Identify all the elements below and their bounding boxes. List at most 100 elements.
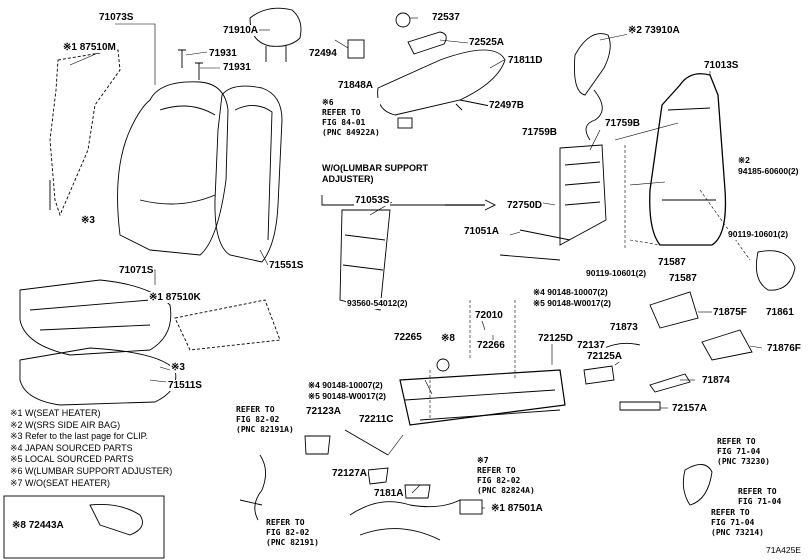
seatback-heater-pad <box>49 49 121 217</box>
callout-90119-b: 90119-10601(2) <box>585 268 648 279</box>
callout-71848A: 71848A <box>337 80 375 91</box>
side-airbag <box>574 33 611 96</box>
assembly-guides <box>429 145 751 420</box>
cushion-heater-pad <box>174 299 281 351</box>
inset-box-72443A <box>3 495 165 559</box>
part-71875F <box>649 291 699 329</box>
arrow-head <box>484 199 497 211</box>
part-71876F <box>701 329 753 361</box>
callout-72125A: 72125A <box>586 351 624 362</box>
seatback-frame <box>649 73 727 246</box>
callout-72137: 72137 <box>576 340 606 351</box>
callout-71873: 71873 <box>609 322 639 333</box>
legend: ※1 W(SEAT HEATER) ※2 W(SRS SIDE AIR BAG)… <box>10 408 172 489</box>
seatback-pad-seams <box>234 105 273 241</box>
callout-72010: 72010 <box>474 310 504 321</box>
callout-72537: 72537 <box>431 12 461 23</box>
callout-71874: 71874 <box>701 375 731 386</box>
harness-82191A <box>239 454 266 521</box>
callout-71875F: 71875F <box>712 307 748 318</box>
part-7181A <box>404 484 431 499</box>
callout-72525A: 72525A <box>468 37 506 48</box>
part-72125A <box>583 365 615 385</box>
callout-71759B-b: 71759B <box>604 118 642 129</box>
spring-71053S <box>339 209 391 311</box>
part-72211C <box>344 429 389 456</box>
part-71874 <box>649 373 691 393</box>
callout-71587-b: 71587 <box>668 273 698 284</box>
leader-lines <box>69 17 763 509</box>
frame-crossmembers <box>662 107 716 201</box>
callout-87501A: ※1 87501A <box>490 503 544 514</box>
callout-7181A: 7181A <box>373 488 405 499</box>
callout-72157A: 72157A <box>671 403 709 414</box>
cushion-cover <box>19 279 172 356</box>
adjuster-rails <box>404 389 561 421</box>
part-72537 <box>395 12 411 28</box>
callout-72443A: ※8 72443A <box>11 520 65 531</box>
part-72157A <box>619 401 661 411</box>
part-72137 <box>599 342 641 351</box>
lumbar-switch <box>397 117 413 129</box>
reference-fig-71-04-73214[interactable]: REFER TO FIG 71-04 (PNC 73214) <box>711 508 764 538</box>
callout-90148-lower: ※4 90148-10007(2) ※5 90148-W0017(2) <box>307 380 387 402</box>
reference-fig-84-01[interactable]: ※6 REFER TO FIG 84-01 (PNC 84922A) <box>322 98 380 138</box>
part-72494 <box>347 39 365 59</box>
headrest <box>249 7 302 47</box>
callout-87510K: ※1 87510K <box>148 292 202 303</box>
legend-item: ※4 JAPAN SOURCED PARTS <box>10 442 133 453</box>
reference-fig-71-04[interactable]: REFER TO FIG 71-04 <box>738 487 782 507</box>
legend-item: ※2 W(SRS SIDE AIR BAG) <box>10 419 121 430</box>
cushion-pad <box>19 347 177 406</box>
part-72443A <box>89 504 143 536</box>
callout-71071S: 71071S <box>118 265 155 276</box>
spring-wires <box>342 234 386 271</box>
callout-71511S: 71511S <box>167 380 203 391</box>
callout-87510M: ※1 87510M <box>62 42 117 53</box>
reference-fig-71-04-73230[interactable]: REFER TO FIG 71-04 (PNC 73230) <box>717 437 770 467</box>
callout-71811D: 71811D <box>507 55 544 66</box>
callout-72750D: 72750D <box>506 200 544 211</box>
callout-71053S: 71053S <box>354 195 391 206</box>
headrest-guides <box>178 49 203 80</box>
seat-adjuster-72010 <box>399 369 566 426</box>
callout-72494: 72494 <box>308 48 338 59</box>
callout-90148-upper: ※4 90148-10007(2) ※5 90148-W0017(2) <box>532 287 612 309</box>
seatback-pad <box>214 85 283 263</box>
callout-94185-60600: ※2 94185-60600(2) <box>737 155 800 177</box>
part-87501A <box>459 499 483 515</box>
callout-72266: 72266 <box>476 340 506 351</box>
reference-fig-82-02-82191A[interactable]: REFER TO FIG 82-02 (PNC 82191A) <box>236 405 294 435</box>
knob-71861 <box>755 250 796 291</box>
reference-fig-82-02-82824A[interactable]: ※7 REFER TO FIG 82-02 (PNC 82824A) <box>477 456 535 496</box>
reference-fig-82-02-82191[interactable]: REFER TO FIG 82-02 (PNC 82191) <box>266 518 319 548</box>
side-shield-71811D <box>377 49 506 116</box>
callout-71073S: 71073S <box>98 12 135 23</box>
callout-72265: 72265 <box>393 332 423 343</box>
part-72127A <box>367 467 389 485</box>
lumbar-cable <box>499 229 571 261</box>
lumbar-support-72750D <box>559 144 607 246</box>
callout-71910A: 71910A <box>222 25 260 36</box>
callout-72211C: 72211C <box>358 414 395 425</box>
legend-item: ※5 LOCAL SOURCED PARTS <box>10 454 134 465</box>
callout-93560-54012: 93560-54012(2) <box>346 298 409 309</box>
callout-clip-a: ※3 <box>80 215 96 226</box>
seatback-cover <box>117 81 229 256</box>
callout-71931-a: 71931 <box>208 48 238 59</box>
callout-72497B: 72497B <box>488 100 526 111</box>
callout-part-8: ※8 <box>440 333 456 344</box>
callout-71861: 71861 <box>765 307 795 318</box>
airbag-wire <box>585 89 603 141</box>
part-72525A <box>407 31 447 55</box>
callout-90119-a: 90119-10601(2) <box>727 229 790 240</box>
recliner-cover <box>682 464 713 506</box>
diagram-id: 71A425E <box>765 545 802 556</box>
lumbar-bracket-line <box>321 195 455 206</box>
callout-71551S: 71551S <box>268 260 305 271</box>
legend-item: ※7 W/O(SEAT HEATER) <box>10 477 111 488</box>
seatback-cover-seams <box>139 105 216 205</box>
legend-item: ※1 W(SEAT HEATER) <box>10 408 101 418</box>
callout-72127A: 72127A <box>331 468 369 479</box>
